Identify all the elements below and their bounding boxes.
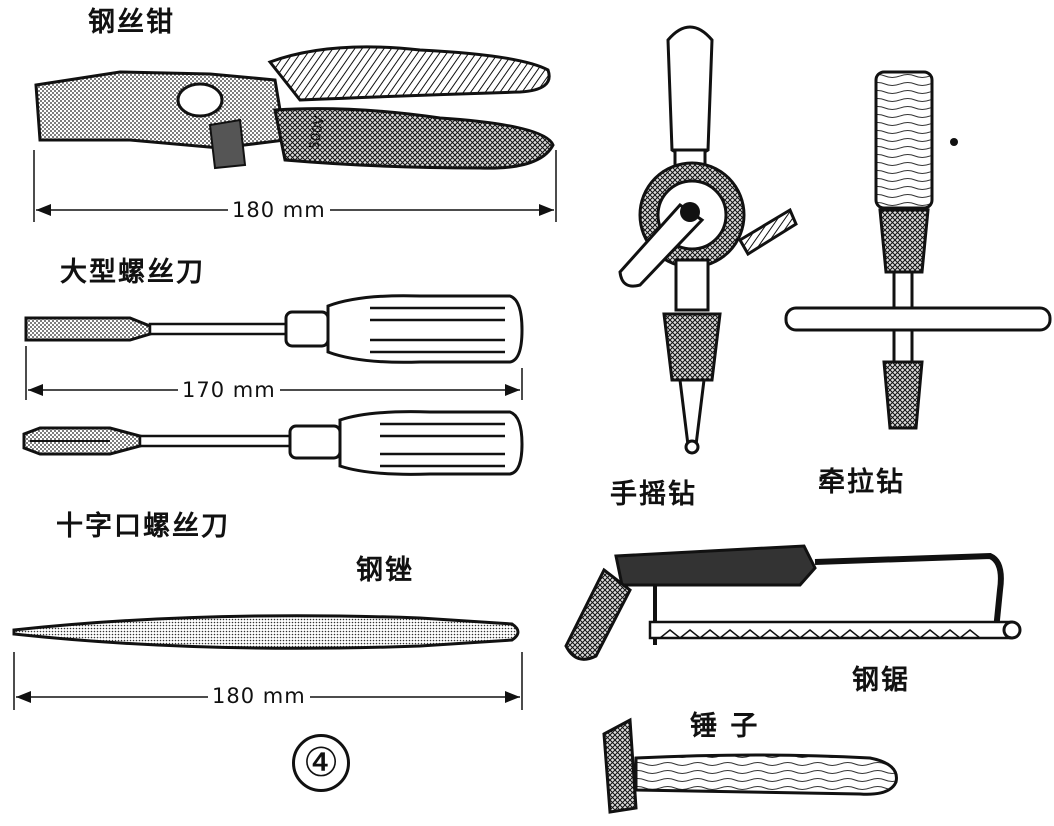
hammer-label: 锤 子 <box>690 711 760 742</box>
big-screwdriver-drawing <box>24 294 524 400</box>
tap-wrench-drawing <box>784 70 1052 430</box>
file-dimension: 180 mm <box>208 684 310 708</box>
cross-screwdriver-drawing <box>22 410 524 476</box>
file-label: 钢锉 <box>356 555 414 586</box>
pliers-drawing: 500V <box>33 45 557 222</box>
hacksaw-label: 钢锯 <box>852 665 910 696</box>
tap-wrench-label: 牵拉钻 <box>818 467 905 498</box>
file-drawing <box>12 614 523 710</box>
pliers-label: 钢丝钳 <box>88 7 175 38</box>
big-screwdriver-label: 大型螺丝刀 <box>60 257 205 288</box>
plate-number: ④ <box>292 734 350 792</box>
hand-drill-drawing <box>618 25 798 455</box>
screwdriver-dimension: 170 mm <box>178 378 280 402</box>
cross-screwdriver-label: 十字口螺丝刀 <box>56 511 230 542</box>
pliers-marking: 500V <box>307 115 328 151</box>
hand-drill-label: 手摇钻 <box>610 479 697 510</box>
hacksaw-drawing <box>564 544 1022 661</box>
pliers-dimension: 180 mm <box>228 198 330 222</box>
hammer-drawing <box>602 717 898 814</box>
